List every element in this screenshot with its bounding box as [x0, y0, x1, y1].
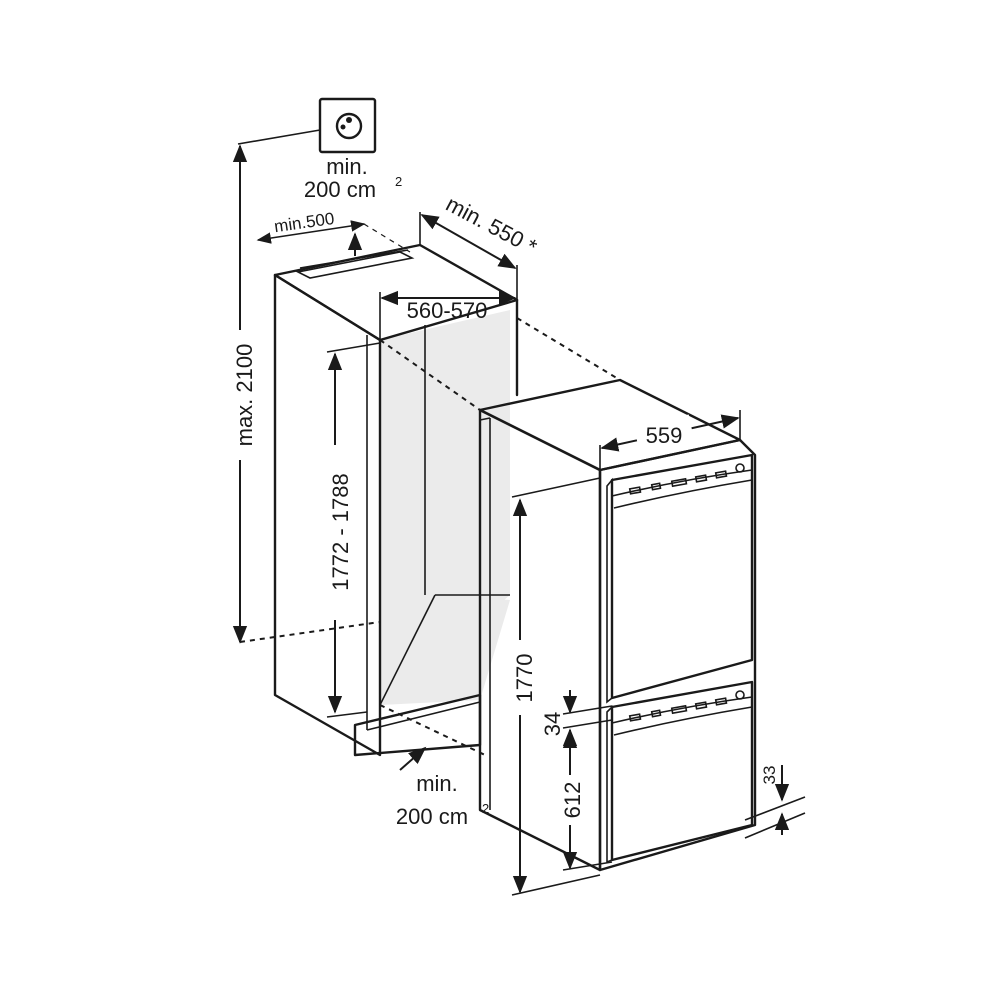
- top-clearance-text: min.500: [273, 209, 336, 236]
- alignment-lines: [379, 317, 621, 756]
- appliance-height-text: 1770: [512, 654, 537, 703]
- niche-cabinet: [273, 243, 519, 757]
- max-height-text: max. 2100: [232, 344, 257, 447]
- appliance-top: [478, 378, 742, 472]
- appliance-height-dimension: 1770: [506, 477, 601, 896]
- niche-height-dimension: 1772 - 1788: [320, 342, 381, 718]
- appliance-width-dimension: 559: [599, 410, 741, 470]
- niche-width-text: 560-570: [407, 298, 488, 323]
- bottom-vent-min-text: min.: [416, 771, 458, 796]
- door-gap-text: 34: [540, 712, 565, 736]
- max-height-dimension: max. 2100: [226, 144, 381, 644]
- appliance-front: [598, 438, 757, 872]
- bottom-vent-label: min. 200 cm 2: [396, 746, 489, 829]
- niche-height-text: 1772 - 1788: [328, 473, 353, 590]
- lower-door-dimension: 612: [556, 730, 613, 871]
- appliance-width-text: 559: [646, 423, 683, 448]
- niche-depth-text: min. 550 *: [442, 191, 542, 260]
- niche-width-dimension: 560-570: [379, 290, 517, 340]
- appliance-body: [478, 378, 757, 872]
- bottom-vent-area-text: 200 cm: [396, 804, 468, 829]
- power-socket-icon: [237, 97, 377, 154]
- door-gap-dimension: 34: [540, 690, 613, 752]
- bottom-vent-sup: 2: [482, 801, 489, 816]
- plinth-dimension: 33: [744, 765, 806, 839]
- top-clearance-dimension: min.500: [256, 209, 411, 253]
- top-vent-sup: 2: [395, 174, 402, 189]
- top-vent-label: min. 200 cm 2: [304, 154, 402, 202]
- top-vent-area-text: 200 cm: [304, 177, 376, 202]
- niche-plinth: [353, 693, 482, 757]
- plinth-text: 33: [760, 766, 779, 785]
- niche-depth-dimension: min. 550 *: [419, 191, 542, 300]
- niche-inner-floor: [380, 595, 510, 705]
- top-vent-min-text: min.: [326, 154, 368, 179]
- lower-door-text: 612: [560, 782, 585, 819]
